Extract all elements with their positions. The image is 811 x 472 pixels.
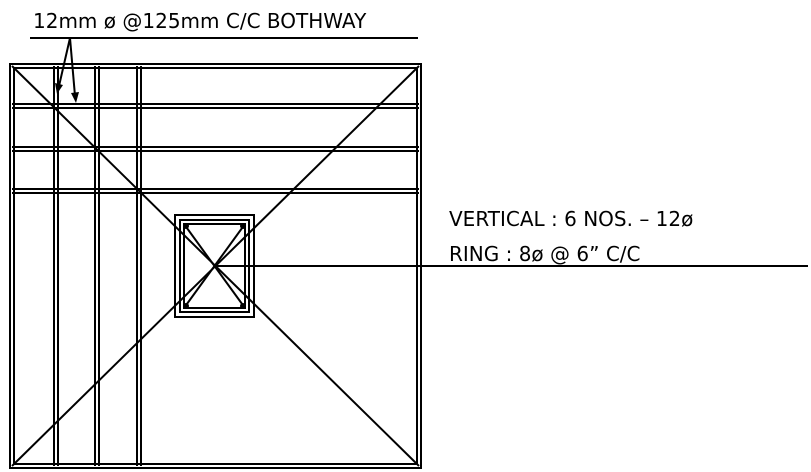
rebar-leader-line-1 bbox=[58, 37, 71, 87]
ring-annotation: RING : 8ø @ 6” C/C bbox=[449, 242, 641, 266]
corner-rebar-dots bbox=[183, 223, 246, 309]
vertical-bars-annotation: VERTICAL : 6 NOS. – 12ø bbox=[449, 207, 693, 231]
leader-arrowhead-2 bbox=[71, 92, 79, 103]
horizontal-rebar-lines bbox=[12, 103, 419, 194]
rebar-leader-line-2 bbox=[69, 37, 76, 97]
top-rebar-annotation: 12mm ø @125mm C/C BOTHWAY bbox=[33, 9, 367, 33]
leader-arrowhead-1 bbox=[55, 83, 63, 94]
vertical-rebar-lines bbox=[53, 66, 142, 466]
